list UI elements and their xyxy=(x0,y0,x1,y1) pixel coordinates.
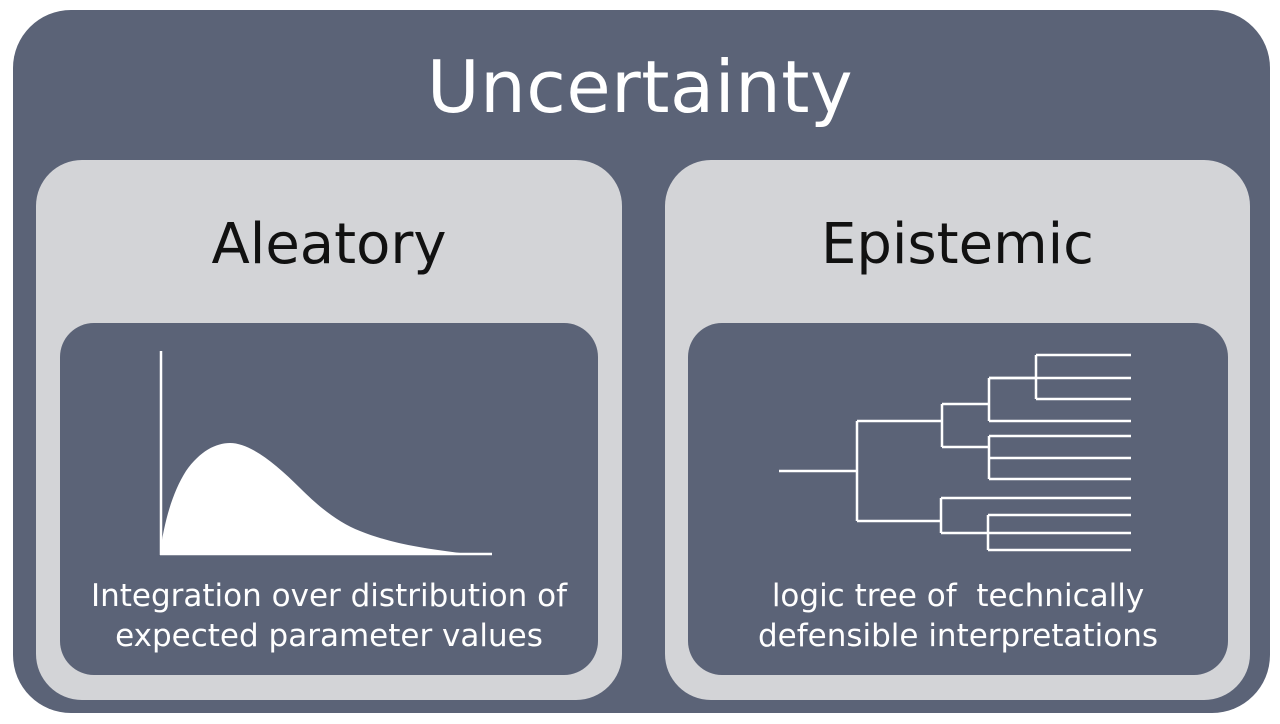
caption-line: defensible interpretations xyxy=(757,618,1159,654)
epistemic-caption: logic tree of technically defensible int… xyxy=(688,576,1228,656)
distribution-curve xyxy=(160,443,460,555)
aleatory-caption: Integration over distribution of expecte… xyxy=(60,576,598,656)
epistemic-title: Epistemic xyxy=(821,212,1094,277)
caption-line: Integration over distribution of xyxy=(90,578,568,614)
caption-line: expected parameter values xyxy=(115,618,543,654)
distribution-chart xyxy=(159,351,492,556)
aleatory-figure-box: Integration over distribution of expecte… xyxy=(60,323,598,675)
aleatory-title: Aleatory xyxy=(211,212,447,277)
epistemic-card: Epistemic xyxy=(665,160,1250,700)
caption-line: logic tree of technically xyxy=(771,578,1145,614)
aleatory-card: Aleatory Integration over distribution o… xyxy=(36,160,622,700)
logic-tree-diagram xyxy=(779,353,1131,552)
main-title: Uncertainty xyxy=(426,45,854,129)
epistemic-figure-box: logic tree of technically defensible int… xyxy=(688,323,1228,675)
